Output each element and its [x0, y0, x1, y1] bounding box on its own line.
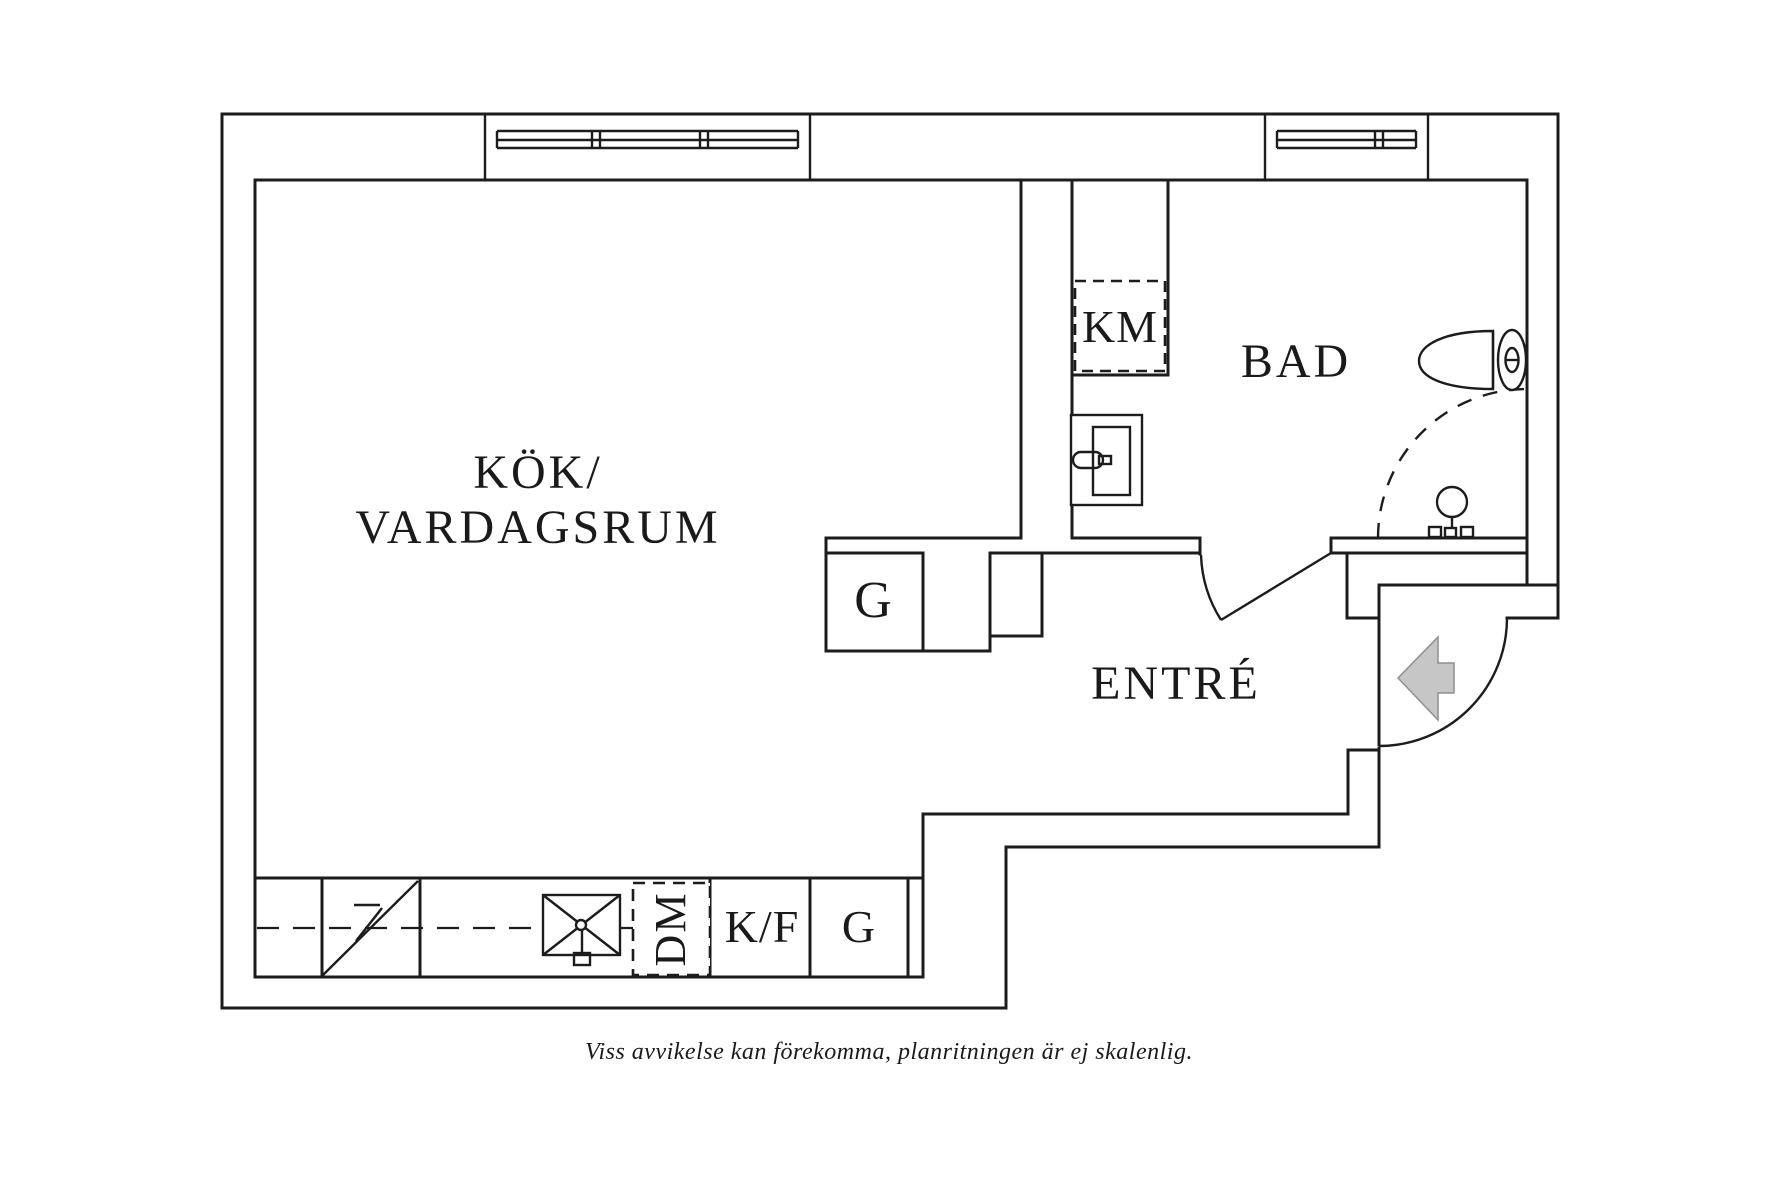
windows: [483, 114, 1430, 180]
window-right: [1263, 114, 1430, 180]
room-label-bathroom: BAD: [1240, 335, 1352, 388]
toilet-icon: [1417, 328, 1528, 392]
sink-icon: [541, 893, 622, 967]
label-washing-machine: KM: [1081, 301, 1159, 352]
label-wardrobe-counter: G: [841, 901, 877, 952]
shower-area-arc: [1376, 387, 1528, 539]
disclaimer-text: Viss avvikelse kan förekomma, planritnin…: [585, 1039, 1193, 1065]
outer-wall-left-bottom: [220, 112, 1381, 1010]
bathroom-door: [1199, 551, 1332, 622]
shower-mixer-icon: [1427, 485, 1475, 539]
fixtures: [322, 328, 1528, 976]
entry-door-swing-arc: [1378, 617, 1509, 748]
window-left: [483, 114, 812, 180]
bathroom-door-leaf: [1220, 551, 1332, 622]
entry-door: [1377, 617, 1509, 748]
dishwasher-outline: [631, 881, 712, 977]
dashed-elements: [257, 279, 1528, 977]
walls: [220, 112, 1560, 1010]
doors: [1199, 551, 1509, 748]
label-fridge-freezer: K/F: [724, 901, 800, 952]
washbasin-icon: [1069, 413, 1144, 507]
stove-icon: [322, 880, 419, 976]
room-label-kitchen-living-line2: VARDAGSRUM: [355, 501, 721, 554]
bathroom-door-swing-arc: [1199, 554, 1223, 621]
washing-machine-outline: [1073, 279, 1167, 373]
room-label-entrance: ENTRÉ: [1091, 657, 1261, 710]
room-label-kitchen-living-line1: KÖK/: [473, 446, 603, 499]
entry-direction-arrow-icon: [1396, 635, 1455, 722]
label-dishwasher: DM: [646, 891, 695, 967]
label-wardrobe-hall: G: [854, 572, 894, 629]
